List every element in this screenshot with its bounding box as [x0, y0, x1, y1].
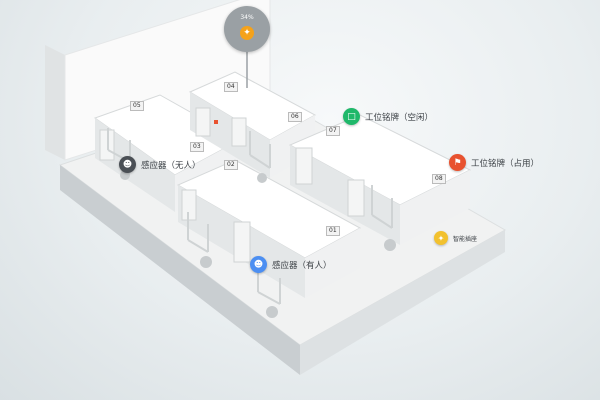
marker-workstation-occupied[interactable]: ⚑ 工位铭牌（占用）	[449, 154, 541, 171]
desk-number-01: 01	[326, 226, 340, 236]
desk-number-04: 04	[224, 82, 238, 92]
marker-label: 感应器（无人）	[141, 160, 201, 171]
flag-icon: ⚑	[449, 154, 466, 171]
desk-number-03: 03	[190, 142, 204, 152]
occupied-indicator	[214, 120, 218, 124]
drawer-cabinet	[195, 107, 211, 137]
marker-smart-light[interactable]: ✦ 智能插座	[434, 231, 479, 245]
marker-workstation-free[interactable]: □ 工位铭牌（空闲）	[343, 108, 435, 125]
drawer-cabinet	[295, 147, 313, 185]
desk-number-07: 07	[326, 126, 340, 136]
desk-number-05: 05	[130, 101, 144, 111]
marker-label: 智能插座	[453, 235, 478, 243]
desk-number-06: 06	[288, 112, 302, 122]
occupancy-percent: 34%	[240, 14, 254, 21]
drawer-cabinet	[233, 221, 251, 263]
square-icon: □	[343, 108, 360, 125]
robot-icon: ☻	[250, 256, 267, 273]
chair-bases	[120, 170, 396, 318]
floor-edge-front	[60, 165, 300, 375]
desk-number-02: 02	[224, 160, 238, 170]
back-wall	[45, 45, 65, 160]
occupancy-gauge[interactable]: 34% ✦	[224, 6, 270, 52]
marker-label: 工位铭牌（占用）	[471, 158, 540, 169]
robot-icon: ☻	[119, 156, 136, 173]
drawer-cabinet	[347, 179, 365, 217]
desk-front-right	[400, 170, 470, 245]
marker-label: 工位铭牌（空闲）	[365, 112, 434, 123]
bulb-icon: ✦	[240, 26, 254, 40]
marker-sensor-someone[interactable]: ☻ 感应器（有人）	[250, 256, 334, 273]
desk-side-right	[290, 145, 400, 245]
marker-label: 感应器（有人）	[272, 260, 332, 271]
marker-sensor-none[interactable]: ☻ 感应器（无人）	[119, 156, 203, 173]
bulb-icon: ✦	[434, 231, 448, 245]
floor-edge-right	[300, 230, 505, 375]
desk-front-front	[305, 228, 360, 298]
desk-number-08: 08	[432, 174, 446, 184]
drawer-cabinet	[231, 117, 247, 147]
